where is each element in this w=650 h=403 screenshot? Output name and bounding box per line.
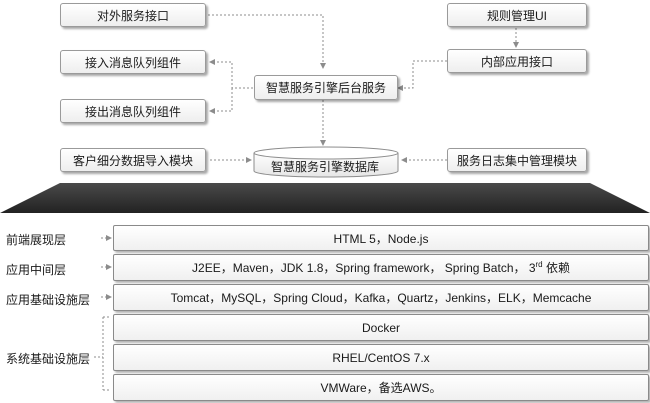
middleware-content-main: J2EE，Maven，JDK 1.8，Spring framework， Spr… bbox=[192, 261, 536, 275]
middleware-content-sup: rd bbox=[535, 260, 543, 269]
customer-segment-import-label: 客户细分数据导入模块 bbox=[72, 153, 193, 168]
connector-backend-to-queues bbox=[209, 59, 253, 89]
inbound-message-queue-box: 接入消息队列组件 bbox=[60, 50, 206, 74]
customer-segment-import-box: 客户细分数据导入模块 bbox=[60, 148, 206, 172]
engine-database: 智慧服务引擎数据库 bbox=[256, 157, 394, 175]
engine-database-label: 智慧服务引擎数据库 bbox=[270, 159, 379, 174]
divider-band bbox=[0, 183, 650, 213]
outbound-message-queue-box: 接出消息队列组件 bbox=[60, 99, 206, 123]
sys-infra-virtualization-content: VMWare，备选AWS。 bbox=[320, 381, 442, 395]
internal-application-interface-box: 内部应用接口 bbox=[447, 49, 587, 73]
app-infra-layer-label: 应用基础设施层 bbox=[6, 293, 91, 307]
internal-application-interface-label: 内部应用接口 bbox=[480, 54, 553, 69]
rule-management-ui-box: 规则管理UI bbox=[447, 3, 587, 27]
service-log-management-label: 服务日志集中管理模块 bbox=[456, 153, 577, 168]
middleware-layer-box: J2EE，Maven，JDK 1.8，Spring framework， Spr… bbox=[113, 254, 649, 281]
external-service-interface-label: 对外服务接口 bbox=[96, 8, 169, 23]
middleware-layer-label: 应用中间层 bbox=[6, 263, 67, 277]
database-cylinder bbox=[253, 146, 399, 178]
sys-infra-os-content: RHEL/CentOS 7.x bbox=[332, 350, 430, 365]
rule-management-ui-label: 规则管理UI bbox=[486, 8, 547, 23]
sys-infra-docker-content: Docker bbox=[361, 320, 400, 335]
sys-infra-docker-box: Docker bbox=[113, 314, 649, 341]
sys-infra-os-box: RHEL/CentOS 7.x bbox=[113, 344, 649, 371]
engine-backend-service-box: 智慧服务引擎后台服务 bbox=[254, 75, 398, 100]
service-log-management-box: 服务日志集中管理模块 bbox=[447, 148, 587, 172]
middleware-layer-content: J2EE，Maven，JDK 1.8，Spring framework， Spr… bbox=[192, 259, 570, 276]
frontend-layer-content: HTML 5，Node.js bbox=[333, 231, 429, 246]
inbound-message-queue-label: 接入消息队列组件 bbox=[84, 55, 181, 70]
engine-backend-service-label: 智慧服务引擎后台服务 bbox=[265, 81, 386, 95]
frontend-layer-box: HTML 5，Node.js bbox=[113, 225, 649, 251]
external-service-interface-box: 对外服务接口 bbox=[60, 3, 206, 27]
outbound-message-queue-label: 接出消息队列组件 bbox=[84, 104, 181, 119]
app-infra-layer-box: Tomcat，MySQL，Spring Cloud，Kafka，Quartz，J… bbox=[113, 284, 649, 311]
app-infra-layer-content: Tomcat，MySQL，Spring Cloud，Kafka，Quartz，J… bbox=[170, 291, 592, 305]
middleware-content-tail: 依赖 bbox=[542, 261, 570, 275]
frontend-layer-label: 前端展现层 bbox=[6, 233, 67, 247]
connector-external-to-backend bbox=[208, 14, 326, 69]
sys-infra-virtualization-box: VMWare，备选AWS。 bbox=[113, 374, 649, 401]
sys-infra-layer-label: 系统基础设施层 bbox=[6, 352, 91, 366]
connector-internal-to-backend bbox=[397, 60, 447, 91]
